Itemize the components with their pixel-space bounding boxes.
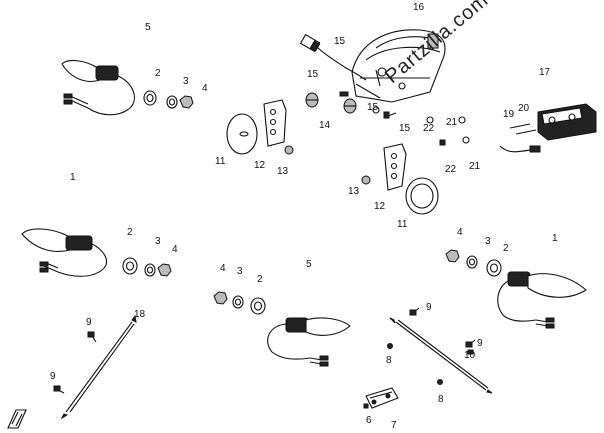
callout-label: 15	[334, 36, 346, 47]
callout-label: 11	[215, 156, 226, 167]
reflector-strap-left	[53, 314, 137, 420]
callout-label: 9	[477, 338, 483, 349]
callout-label: 5	[145, 22, 151, 33]
callout-label: 4	[172, 244, 178, 255]
callout-label: 3	[183, 76, 189, 87]
callout-label: 2	[503, 243, 509, 254]
callout-label: 18	[134, 309, 146, 320]
callout-label: 9	[86, 317, 92, 328]
callout-label: 21	[469, 161, 481, 172]
callout-label: 22	[423, 123, 435, 134]
lamp-lens-lower	[361, 143, 439, 215]
callout-label: 19	[503, 109, 515, 120]
callout-labels: 16 5 15 15 15 15 2 3 4 17 19 20 14 22 21…	[50, 2, 558, 431]
callout-label: 3	[485, 236, 491, 247]
callout-label: 14	[319, 120, 331, 131]
callout-label: 4	[202, 83, 208, 94]
callout-label: 5	[306, 259, 312, 270]
callout-label: 15	[307, 69, 319, 80]
callout-label: 22	[445, 164, 457, 175]
callout-label: 20	[518, 103, 530, 114]
callout-label: 4	[220, 263, 226, 274]
callout-label: 8	[386, 355, 392, 366]
small-screws	[383, 111, 470, 146]
turn-signal-top-left	[61, 59, 135, 116]
callout-label: 9	[426, 302, 432, 313]
callout-label: 15	[399, 123, 411, 134]
callout-label: 1	[552, 233, 558, 244]
callout-label: 21	[446, 117, 458, 128]
callout-label: 13	[277, 166, 289, 177]
callout-label: 17	[539, 67, 551, 78]
callout-label: 15	[367, 102, 379, 113]
washer-set-top-left	[143, 90, 194, 109]
turn-signal-right	[497, 271, 587, 329]
washer-set-center	[213, 291, 266, 315]
turn-signal-center	[267, 317, 351, 367]
reflector-plate	[363, 387, 399, 409]
callout-label: 1	[70, 172, 76, 183]
callout-label: 4	[457, 227, 463, 238]
callout-label: 3	[237, 266, 243, 277]
callout-label: 11	[397, 219, 408, 230]
callout-label: 9	[50, 371, 56, 382]
lamp-lens-upper	[226, 99, 294, 155]
washer-set-middle-left	[122, 257, 172, 277]
callout-label: 12	[254, 160, 266, 171]
turn-signal-middle-left	[21, 228, 107, 277]
manufacturer-logo-icon	[7, 409, 27, 429]
callout-label: 13	[348, 186, 360, 197]
callout-label: 7	[391, 420, 397, 431]
callout-label: 3	[155, 236, 161, 247]
callout-label: 16	[413, 2, 425, 13]
license-plate-lamp	[499, 103, 597, 153]
bulb-socket-parts	[305, 91, 380, 114]
callout-label: 10	[464, 350, 476, 361]
reflector-strap-right	[387, 307, 493, 394]
callout-label: 8	[438, 394, 444, 405]
callout-label: 2	[155, 68, 161, 79]
washer-set-right	[445, 249, 502, 277]
callout-label: 6	[366, 415, 372, 426]
callout-label: 2	[127, 227, 133, 238]
tail-lamp-housing	[351, 29, 446, 103]
lamp-wiring	[299, 33, 367, 81]
callout-label: 2	[257, 274, 263, 285]
callout-label: 12	[374, 201, 386, 212]
